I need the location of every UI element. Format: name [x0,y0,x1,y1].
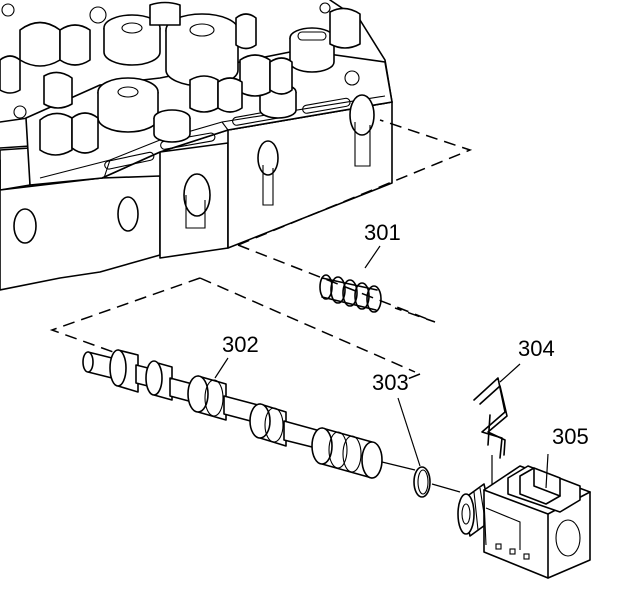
part-302-valve-spool [82,349,416,479]
part-304-retaining-clip [473,377,508,492]
callout-labels: 301 302 303 304 305 [214,220,589,467]
part-303-o-ring [413,466,461,498]
valve-body [0,0,393,291]
part-301-spring [319,274,382,313]
callout-301: 301 [364,220,401,245]
callout-303: 303 [372,370,409,395]
alignment-dashed-guides [49,119,473,381]
callout-305: 305 [552,424,589,449]
callout-304: 304 [518,336,555,361]
callout-302: 302 [222,332,259,357]
part-305-solenoid [457,453,591,579]
